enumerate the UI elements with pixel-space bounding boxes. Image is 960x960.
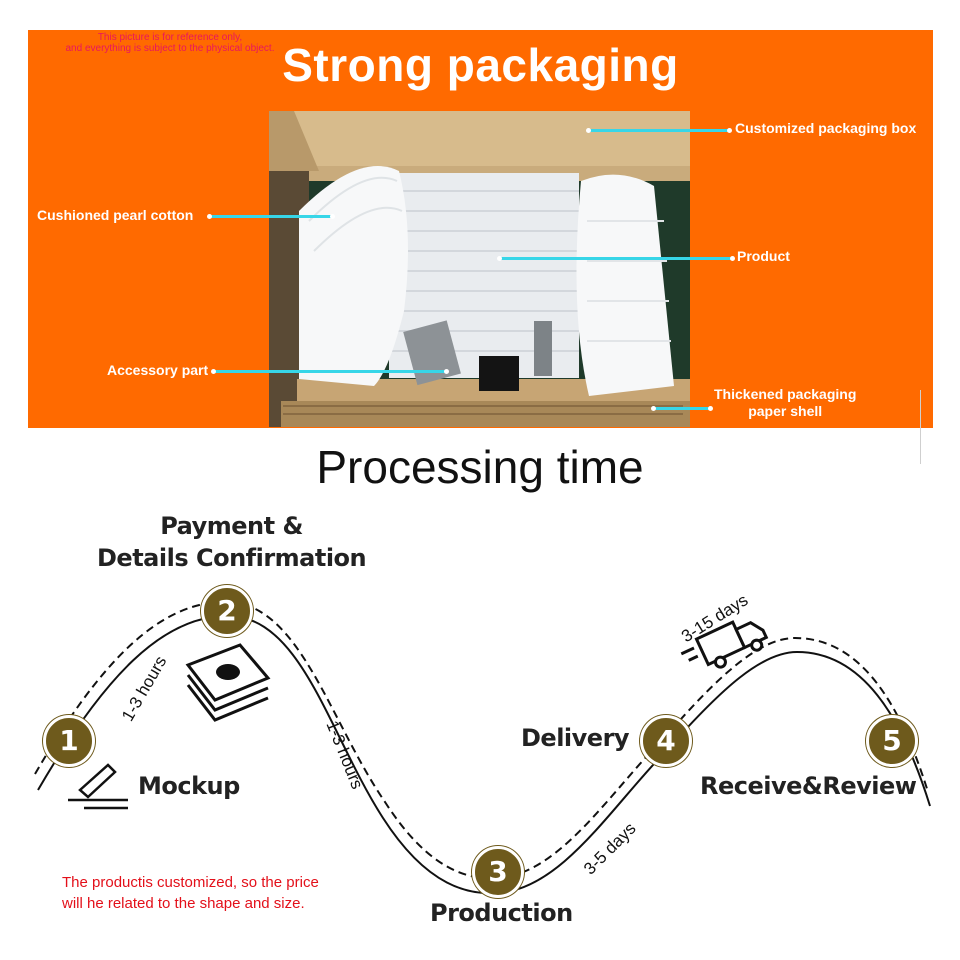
disclaimer: This picture is for reference only, and … (28, 32, 312, 54)
step-5-label: Receive&Review (700, 772, 917, 800)
price-note: The productis customized, so the price w… (62, 872, 319, 914)
money-icon (185, 643, 271, 722)
product-callout-line (497, 256, 735, 261)
shell-callout-line (651, 406, 713, 411)
cotton-callout: Cushioned pearl cotton (37, 207, 194, 223)
step-5-circle: 5 (866, 715, 918, 767)
step-2-label-line-1: Payment & (160, 512, 303, 540)
step-2-label: Payment & Details Confirmation (97, 510, 367, 574)
step-1-circle: 1 (43, 715, 95, 767)
disclaimer-line-2: and everything is subject to the physica… (65, 43, 275, 54)
shell-callout: Thickened packaging paper shell (714, 386, 856, 420)
accessory-callout: Accessory part (107, 362, 209, 378)
step-4-circle: 4 (640, 715, 692, 767)
shell-callout-line-2: paper shell (748, 403, 823, 419)
step-3-label: Production (430, 899, 573, 927)
pen-icon (68, 763, 128, 810)
price-note-line-1: The productis customized, so the price (62, 874, 319, 891)
price-note-line-2: will he related to the shape and size. (62, 895, 305, 912)
truck-icon (680, 620, 769, 669)
step-2-label-line-2: Details Confirmation (97, 544, 367, 572)
disclaimer-line-1: This picture is for reference only, (97, 32, 243, 43)
packaging-title: Strong packaging (282, 39, 679, 91)
cotton-callout-line (207, 214, 335, 219)
step-2-circle: 2 (201, 585, 253, 637)
step-1-label: Mockup (138, 772, 240, 800)
packaging-photo (269, 111, 690, 427)
packaging-banner: This picture is for reference only, and … (28, 30, 933, 428)
shell-callout-line-1: Thickened packaging (714, 386, 857, 402)
accessory-callout-line (211, 369, 449, 374)
step-4-label: Delivery (521, 724, 630, 752)
divider-line (920, 390, 921, 464)
step-3-circle: 3 (472, 846, 524, 898)
box-callout-line (586, 128, 732, 133)
processing-title: Processing time (316, 441, 644, 493)
product-callout: Product (737, 248, 790, 264)
box-callout: Customized packaging box (735, 120, 917, 136)
